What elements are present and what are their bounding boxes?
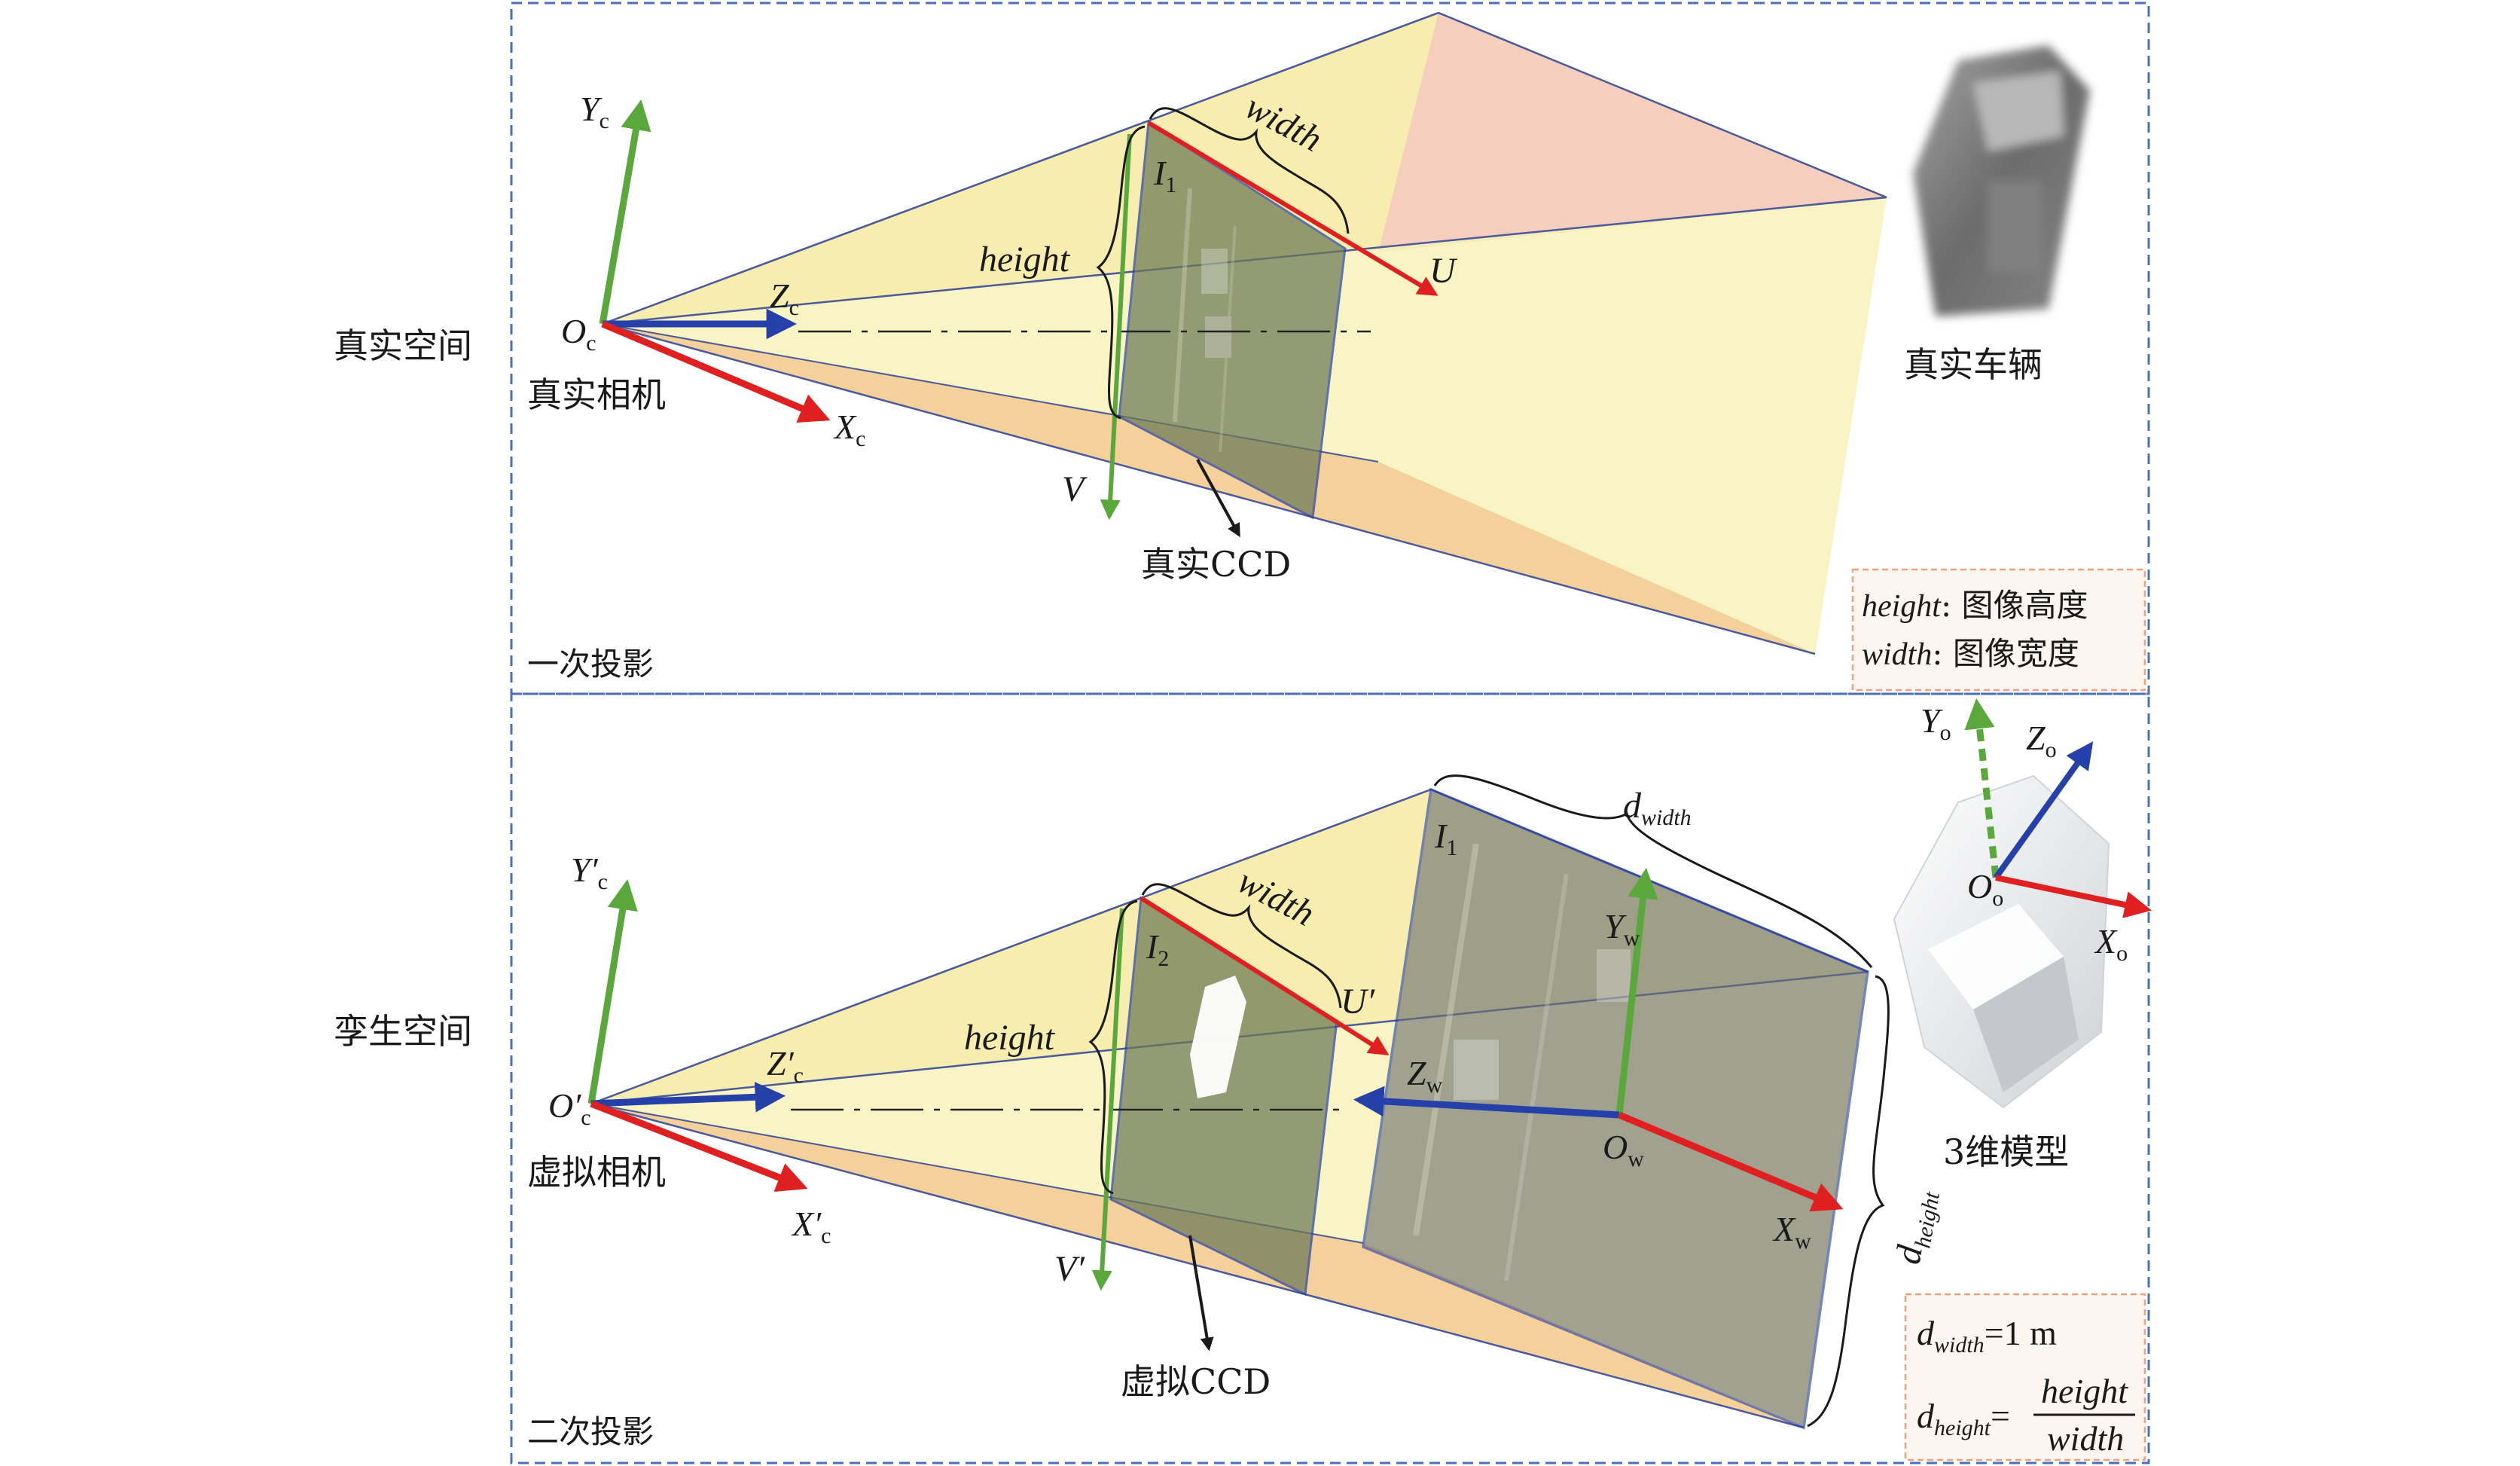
bottom-axis-y-label: Y′c	[571, 851, 608, 894]
top-axis-x	[601, 320, 831, 423]
world-axis-y	[1615, 867, 1658, 1116]
top-height-label: height	[979, 240, 1071, 279]
model-axis-y	[1964, 698, 2000, 878]
world-origin-label: Ow	[1603, 1128, 1644, 1171]
3d-vehicle-model	[1893, 774, 2110, 1109]
top-panel-border	[510, 2, 2150, 695]
second-projection-label: 二次投影	[527, 1413, 654, 1450]
dwidth-brace	[1433, 774, 1873, 968]
note-dheight-line: dheight=	[1917, 1397, 2010, 1440]
top-note-box	[1851, 568, 2146, 692]
top-axis-u	[1147, 121, 1438, 296]
bottom-axis-x	[590, 1100, 808, 1193]
model-axis-z	[1993, 741, 2094, 880]
real-ccd-label: 真实CCD	[1141, 544, 1291, 585]
3d-model-label: 3维模型	[1943, 1132, 2069, 1172]
dheight-label: dheight	[1888, 1187, 1945, 1268]
bottom-height-brace	[1088, 899, 1138, 1195]
bottom-v-label: V′	[1054, 1249, 1085, 1289]
bottom-u-label: U′	[1341, 982, 1376, 1022]
top-axis-y	[599, 99, 651, 325]
bottom-ccd-model-projection	[1190, 976, 1246, 1098]
top-ccd-plane	[1118, 121, 1347, 520]
bottom-frustum-edge-bottom	[590, 1102, 1805, 1429]
real-vehicle-label: 真实车辆	[1904, 344, 2043, 385]
note-height-line: height: 图像高度	[1862, 587, 2088, 624]
note-fraction-numerator: height	[2041, 1372, 2128, 1410]
top-width-brace	[1149, 107, 1350, 234]
top-height-brace	[1096, 125, 1146, 420]
dwidth-label: dwidth	[1623, 786, 1692, 830]
note-fraction-denominator: width	[2047, 1419, 2124, 1458]
model-axis-x	[1995, 875, 2152, 918]
top-v-label: V	[1062, 469, 1088, 509]
real-camera-label: 真实相机	[527, 374, 666, 415]
bottom-axis-y	[587, 879, 638, 1104]
bottom-panel-border	[510, 692, 2150, 1464]
top-axis-z-label: Zc	[770, 276, 799, 320]
model-y-label: Yo	[1921, 701, 1951, 745]
top-origin-label: Oc	[561, 312, 596, 356]
top-u-label: U	[1429, 251, 1458, 291]
world-image-label: I1	[1434, 817, 1457, 860]
world-axis-z	[1353, 1086, 1620, 1119]
bottom-axis-x-label: X′c	[791, 1205, 831, 1248]
bottom-axis-z-label: Z′c	[767, 1044, 804, 1088]
bottom-axis-v	[1091, 908, 1124, 1291]
world-image-street-texture	[1413, 843, 1631, 1281]
world-z-label: Zw	[1407, 1054, 1443, 1098]
bottom-axis-z	[590, 1082, 786, 1113]
world-y-label: Yw	[1604, 907, 1640, 951]
world-axis-x	[1618, 1111, 1844, 1212]
first-projection-label: 一次投影	[527, 646, 654, 683]
real-vehicle-image	[1913, 45, 2090, 316]
bottom-image-label: I2	[1146, 927, 1169, 971]
virtual-camera-label: 虚拟相机	[527, 1152, 666, 1193]
top-frustum-right-face	[1378, 13, 1887, 252]
world-x-label: Xw	[1772, 1210, 1811, 1254]
bottom-axis-u	[1139, 896, 1390, 1055]
top-image-label: I1	[1153, 154, 1176, 197]
model-x-label: Xo	[2094, 922, 2128, 966]
top-ccd-pointer	[1196, 459, 1240, 538]
real-space-label: 真实空间	[334, 325, 472, 366]
top-axis-x-label: Xc	[833, 408, 865, 451]
bottom-height-label: height	[964, 1018, 1056, 1058]
virtual-ccd-label: 虚拟CCD	[1121, 1361, 1271, 1402]
note-dwidth-line: dwidth=1 m	[1917, 1314, 2057, 1358]
dheight-brace	[1807, 975, 1890, 1428]
bottom-note-box	[1904, 1293, 2146, 1461]
top-axis-v	[1100, 133, 1132, 521]
bottom-width-brace	[1141, 883, 1342, 1009]
bottom-origin-label: O′c	[548, 1086, 591, 1130]
top-frustum-edge-bottom	[602, 322, 1816, 655]
bottom-ccd-pointer	[1188, 1235, 1214, 1351]
model-z-label: Zo	[2026, 719, 2057, 762]
top-axis-y-label: Yc	[580, 90, 609, 133]
twin-space-label: 孪生空间	[334, 1011, 472, 1052]
model-origin-label: Oo	[1967, 867, 2003, 911]
note-width-line: width: 图像宽度	[1862, 635, 2079, 672]
top-ccd-street-texture	[1173, 188, 1237, 453]
world-image-plane	[1362, 787, 1869, 1430]
